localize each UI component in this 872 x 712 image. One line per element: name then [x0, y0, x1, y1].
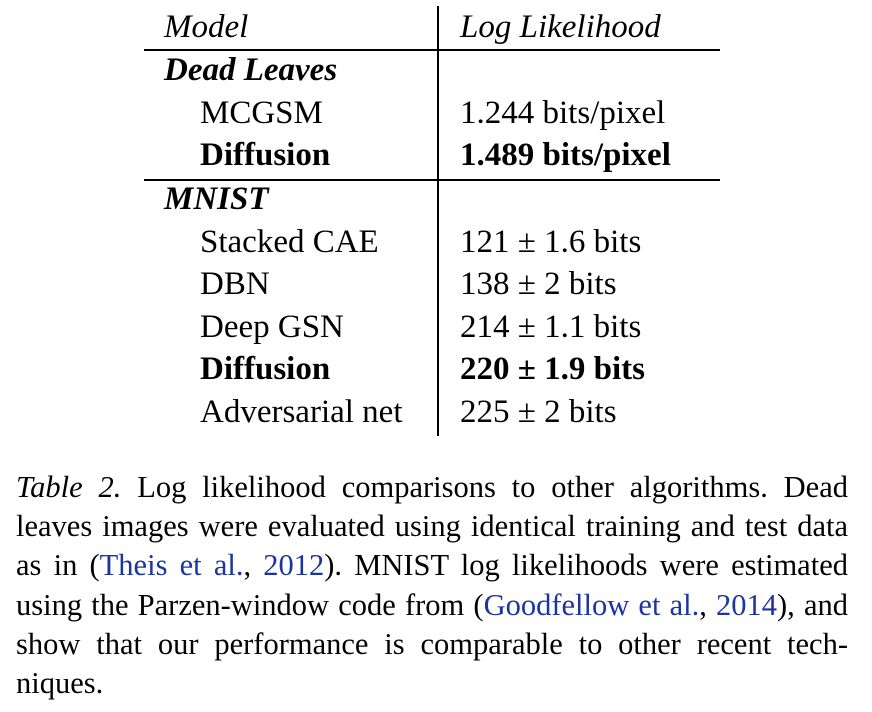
header-rule: [144, 49, 720, 51]
row-value-adversarial-net: 225 ± 2 bits: [460, 394, 617, 430]
caption-text-2: ). MNIST log likelihoods were estimated …: [16, 548, 848, 622]
citation-theis-year-link[interactable]: 2012: [263, 548, 325, 583]
row-model-diffusion-mnist: Diffusion: [200, 351, 331, 387]
citation-goodfellow-authors-link[interactable]: Goodfellow et al.: [483, 587, 700, 622]
column-divider: [437, 6, 439, 436]
row-model-deep-gsn: Deep GSN: [200, 309, 344, 345]
group-rule: [144, 179, 720, 181]
row-model-dbn: DBN: [200, 266, 270, 302]
table-caption: Table 2. Log likelihood comparisons to o…: [16, 468, 848, 703]
group-title-dead-leaves: Dead Leaves: [164, 52, 338, 88]
row-model-adversarial-net: Adversarial net: [200, 394, 403, 430]
row-value-diffusion-dead-leaves: 1.489 bits/pixel: [460, 137, 671, 173]
citation-separator: ,: [699, 587, 717, 622]
header-model: Model: [164, 9, 249, 45]
citation-goodfellow-year-link[interactable]: 2014: [716, 587, 778, 622]
row-value-dbn: 138 ± 2 bits: [460, 266, 617, 302]
caption-text-1: Log likelihood comparisons to other algo…: [16, 470, 848, 583]
row-value-deep-gsn: 214 ± 1.1 bits: [460, 309, 642, 345]
caption-text-3: ), and show that our performance is comp…: [16, 587, 848, 701]
caption-label: Table 2.: [16, 470, 122, 504]
row-model-mcgsm: MCGSM: [200, 95, 323, 131]
results-table: Model Log Likelihood Dead Leaves MCGSM 1…: [144, 6, 720, 436]
citation-theis-authors-link[interactable]: Theis et al.: [99, 548, 244, 583]
header-log-likelihood: Log Likelihood: [460, 9, 661, 45]
group-title-mnist: MNIST: [164, 181, 269, 217]
row-value-diffusion-mnist: 220 ± 1.9 bits: [460, 351, 645, 387]
row-value-stacked-cae: 121 ± 1.6 bits: [460, 224, 642, 260]
citation-separator: ,: [243, 548, 264, 583]
row-model-diffusion-dead-leaves: Diffusion: [200, 137, 331, 173]
row-model-stacked-cae: Stacked CAE: [200, 224, 379, 260]
row-value-mcgsm: 1.244 bits/pixel: [460, 95, 666, 131]
